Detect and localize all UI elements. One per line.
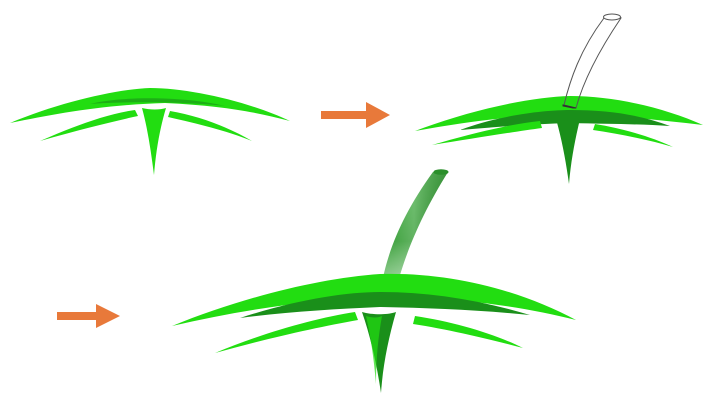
stem-outline xyxy=(564,18,621,108)
leaf-right-lobe xyxy=(593,124,673,147)
leaf-right-lobe xyxy=(413,316,523,348)
arrow-right-icon xyxy=(57,304,120,328)
leaf-left-lobe xyxy=(40,110,138,141)
stem-green-cap xyxy=(434,169,449,175)
arrow-right-icon xyxy=(321,102,390,128)
leaf-left-lobe xyxy=(215,312,358,353)
leaf-step-2 xyxy=(415,14,703,184)
leaf-right-lobe xyxy=(168,111,252,141)
leaf-step-1 xyxy=(10,88,290,175)
stem-top-cap xyxy=(604,14,621,20)
leaf-center-spike xyxy=(556,119,580,184)
leaf-step-3 xyxy=(172,169,576,393)
leaf-center-spike xyxy=(142,108,166,175)
